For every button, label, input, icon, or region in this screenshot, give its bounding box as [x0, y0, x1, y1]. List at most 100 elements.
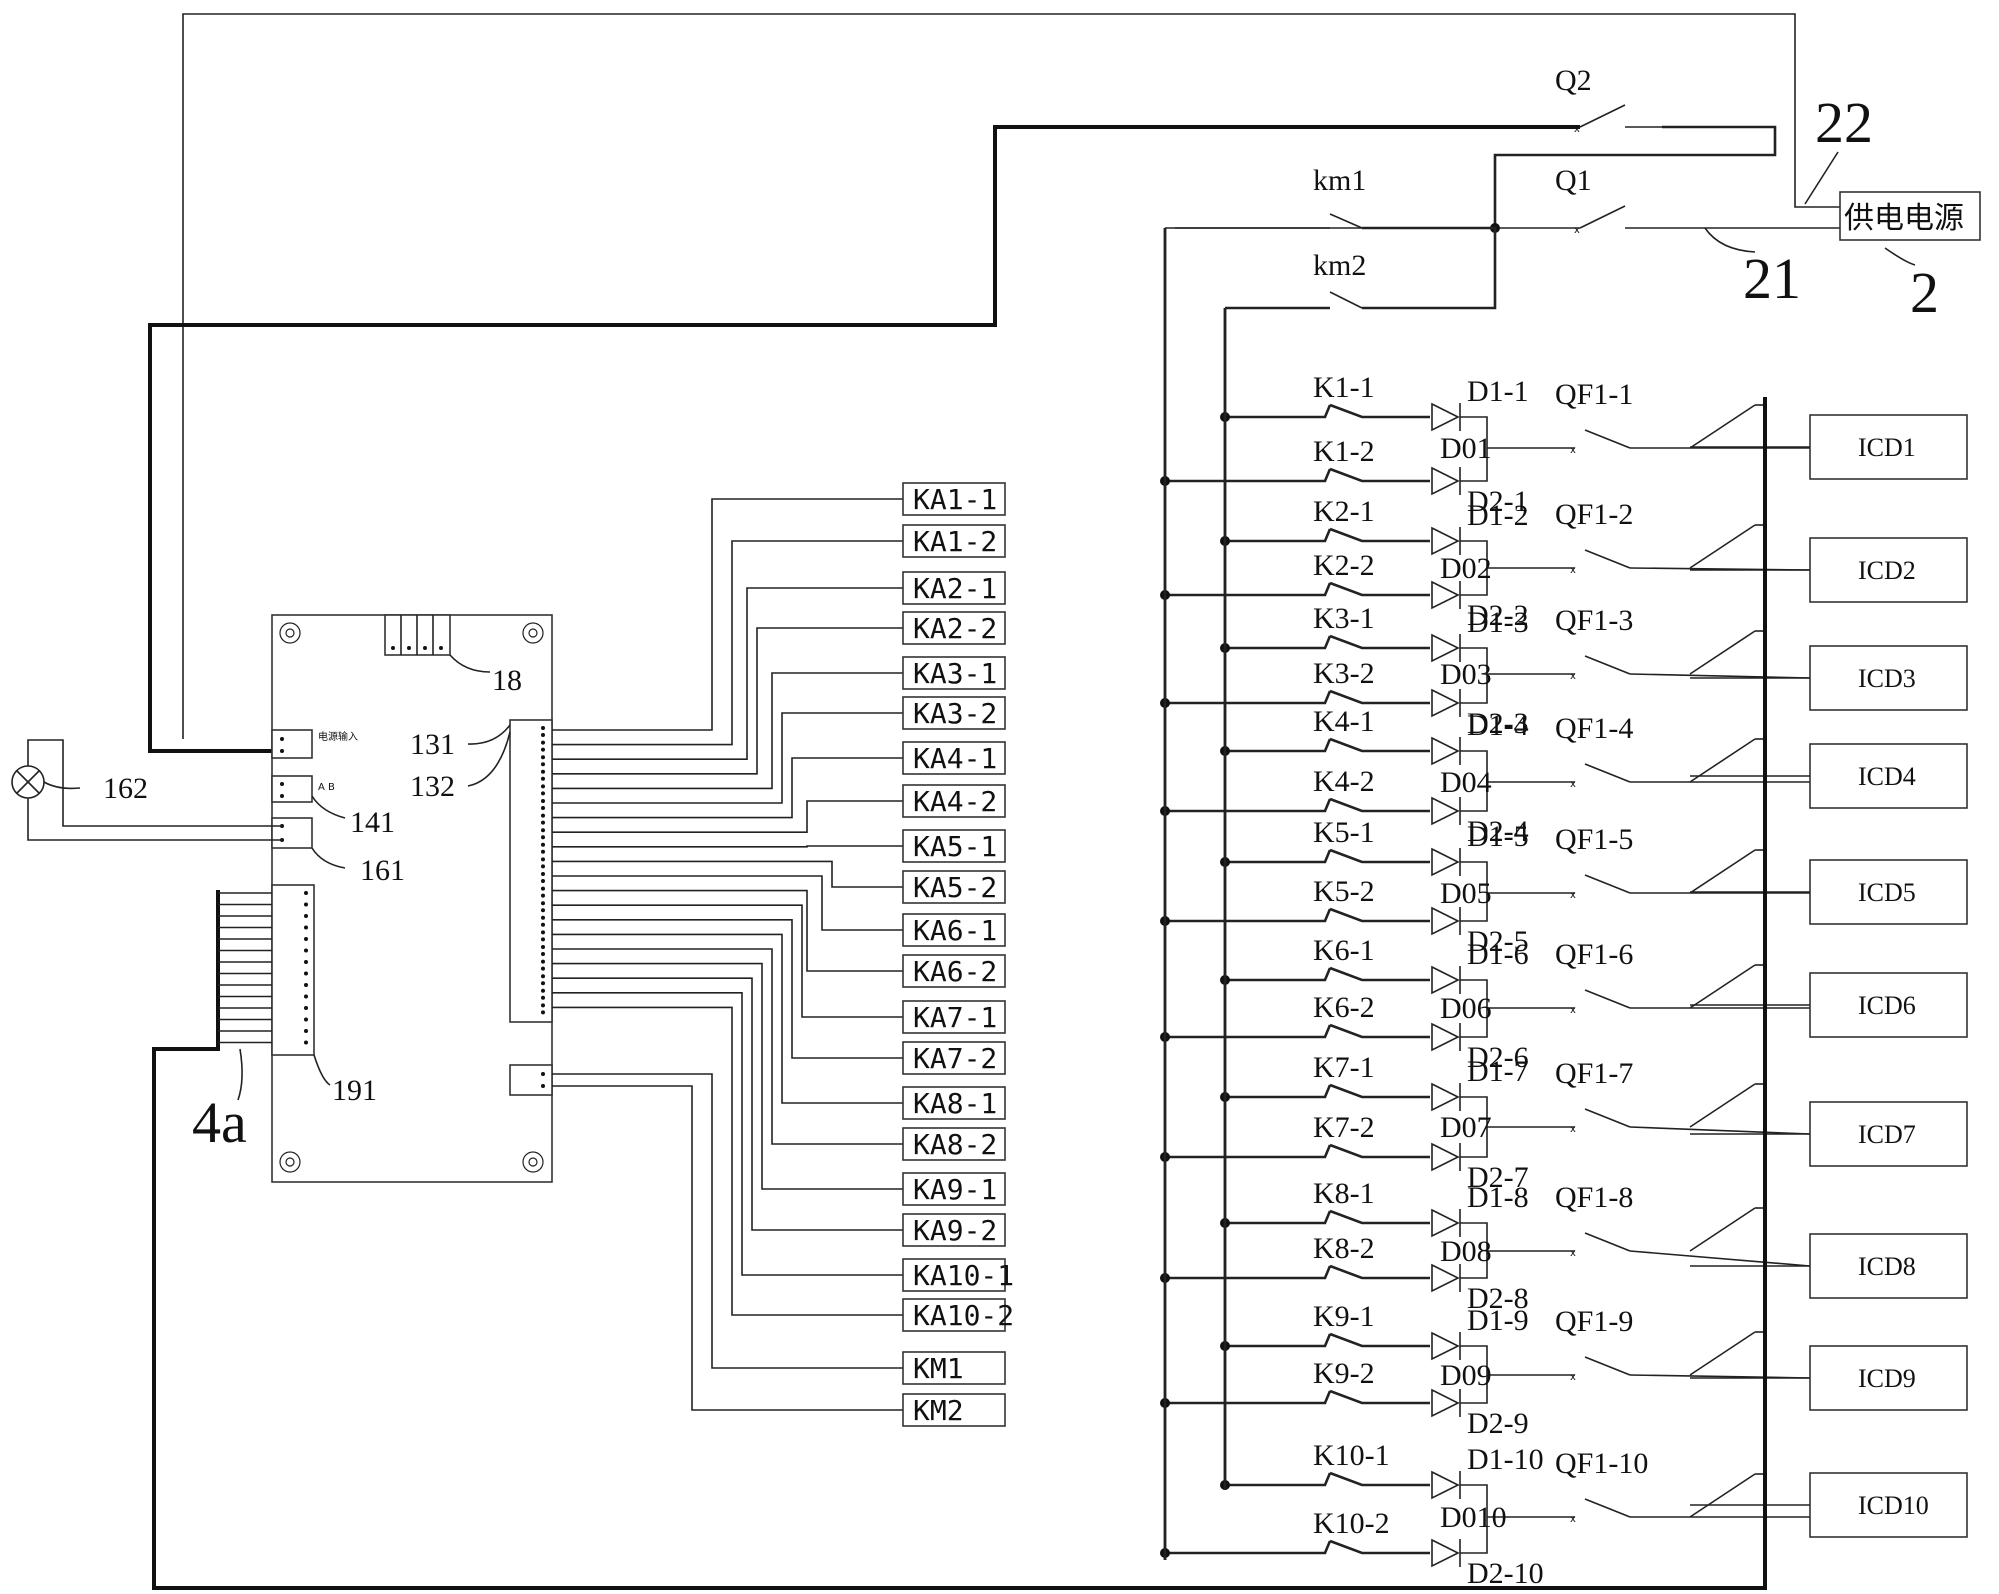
k2-label: K1-2	[1313, 435, 1375, 468]
relay-box	[902, 696, 1006, 730]
relay-label: KA9-1	[913, 1173, 997, 1206]
d2-label: D2-6	[1467, 1041, 1529, 1074]
relay-label: KA3-1	[913, 657, 997, 690]
label-132: 132	[410, 770, 455, 803]
icd-label: ICD5	[1858, 878, 1916, 907]
d2-label: D2-1	[1467, 485, 1529, 518]
relay-wire	[552, 800, 903, 833]
k1-label: K10-1	[1313, 1439, 1390, 1472]
relay-wire	[552, 587, 903, 760]
label-q1: Q1	[1555, 164, 1592, 197]
relay-label: KA8-2	[913, 1128, 997, 1161]
svg-text:x: x	[1570, 1514, 1576, 1525]
svg-text:x: x	[1570, 890, 1576, 901]
relay-box	[902, 741, 1006, 775]
label-2: 2	[1910, 260, 1939, 325]
relay-box	[902, 482, 1006, 516]
relay-box	[902, 829, 1006, 863]
d0-label: D010	[1440, 1501, 1507, 1534]
label-4a: 4a	[192, 1090, 247, 1155]
relay-label: KA2-1	[913, 572, 997, 605]
k1-label: K8-1	[1313, 1177, 1375, 1210]
relay-box	[902, 1127, 1006, 1161]
relay-label-column: KA1-1KA1-2KA2-1KA2-2KA3-1KA3-2KA4-1KA4-2…	[902, 482, 1014, 1427]
relay-label: KA9-2	[913, 1214, 997, 1247]
icd-label: ICD2	[1858, 556, 1916, 585]
d1-label: D1-2	[1467, 499, 1529, 532]
breaker-q1: x	[1175, 205, 1840, 236]
relay-wire	[552, 757, 903, 819]
relay-label: KM1	[913, 1352, 964, 1385]
relay-label: KA4-1	[913, 742, 997, 775]
qf-label: QF1-7	[1555, 1057, 1633, 1090]
icd-label: ICD9	[1858, 1364, 1916, 1393]
relay-box	[902, 1086, 1006, 1120]
k2-label: K5-2	[1313, 875, 1375, 908]
k2-label: K6-2	[1313, 991, 1375, 1024]
relay-label: KA6-2	[913, 955, 997, 988]
label-131: 131	[410, 728, 455, 761]
k1-label: K1-1	[1313, 371, 1375, 404]
k2-label: K7-2	[1313, 1111, 1375, 1144]
lamp-connector-161	[271, 817, 346, 869]
icd-label: ICD4	[1858, 762, 1916, 791]
connector-18	[384, 614, 491, 673]
wire-q2-feed	[148, 125, 1580, 753]
relay-box	[902, 656, 1006, 690]
d1-label: D1-7	[1467, 1055, 1529, 1088]
controller-board: 18 电源输入 A B 141 161 191	[271, 614, 553, 1183]
relay-box	[902, 1351, 1006, 1385]
relay-box	[902, 1172, 1006, 1206]
d1-label: D1-3	[1467, 606, 1529, 639]
d2-label: D2-9	[1467, 1407, 1529, 1440]
relay-label: KA10-1	[913, 1259, 1014, 1292]
d1-label: D1-8	[1467, 1181, 1529, 1214]
icd-box	[1809, 1101, 1968, 1167]
power-input-connector: 电源输入	[271, 729, 358, 759]
k1-label: K5-1	[1313, 816, 1375, 849]
k2-label: K2-2	[1313, 549, 1375, 582]
d0-label: D04	[1440, 766, 1492, 799]
label-141: 141	[350, 806, 395, 839]
svg-text:x: x	[1570, 565, 1576, 576]
qf-label: QF1-2	[1555, 498, 1633, 531]
km-connector	[509, 1064, 553, 1096]
qf-label: QF1-3	[1555, 604, 1633, 637]
k1-label: K6-1	[1313, 934, 1375, 967]
icd-box	[1809, 537, 1968, 603]
relay-wire	[552, 540, 903, 746]
svg-text:x: x	[1574, 124, 1580, 135]
connector-191	[271, 884, 331, 1086]
relay-box	[902, 1041, 1006, 1075]
k1-label: K4-1	[1313, 705, 1375, 738]
relay-label: KA5-2	[913, 871, 997, 904]
relay-output-header	[509, 719, 553, 1023]
relay-wire	[552, 904, 903, 1018]
relay-box	[902, 1000, 1006, 1034]
d1-label: D1-4	[1467, 709, 1529, 742]
d0-label: D09	[1440, 1359, 1492, 1392]
relay-label: KA1-1	[913, 483, 997, 516]
svg-text:x: x	[1570, 1005, 1576, 1016]
k1-label: K7-1	[1313, 1051, 1375, 1084]
label-162: 162	[103, 772, 148, 805]
qf-label: QF1-5	[1555, 823, 1633, 856]
icd-label: ICD1	[1858, 433, 1916, 462]
relay-wire	[552, 1006, 903, 1316]
relay-label: KM2	[913, 1394, 964, 1427]
k1-label: K9-1	[1313, 1300, 1375, 1333]
relay-label: KA7-2	[913, 1042, 997, 1075]
k2-label: K8-2	[1313, 1232, 1375, 1265]
relay-label: KA6-1	[913, 914, 997, 947]
d1-label: D1-5	[1467, 820, 1529, 853]
relay-wire	[552, 919, 903, 1059]
wire-22-loop	[182, 13, 1840, 739]
mounting-holes	[279, 622, 544, 1173]
